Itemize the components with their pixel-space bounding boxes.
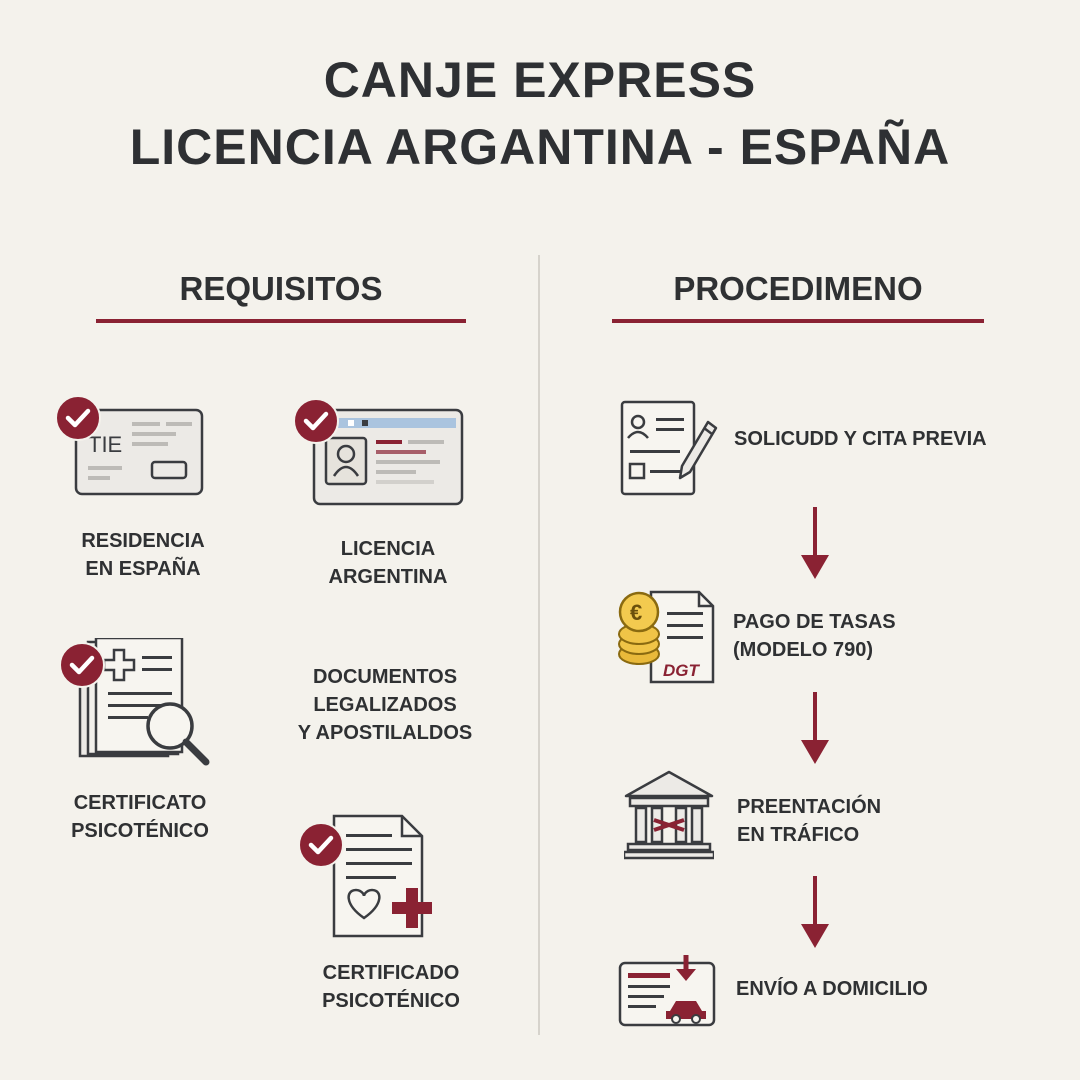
procedimiento-step-label: SOLICUDD Y CITA PREVIA (734, 428, 987, 450)
procedimiento-step-label: PAGO DE TASAS (MODELO 790) (733, 611, 896, 661)
check-icon (59, 642, 105, 688)
coins-dgt-document-icon: DGT € (617, 588, 717, 688)
column-divider (538, 255, 540, 1035)
form-pen-icon (620, 400, 720, 498)
procedimiento-heading: PROCEDIMENO (673, 270, 923, 307)
check-icon (298, 822, 344, 868)
arrow-down-icon (800, 692, 830, 766)
check-icon (55, 395, 101, 441)
document-search-icon (78, 638, 213, 768)
license-card-icon (312, 408, 464, 508)
page-title-line-2: LICENCIA ARGANTINA - ESPAÑA (129, 119, 951, 175)
government-building-icon (624, 770, 714, 860)
requisito-label: RESIDENCIA EN ESPAÑA (81, 530, 205, 580)
check-icon (293, 398, 339, 444)
requisitos-rule (96, 319, 466, 323)
requisitos-heading: REQUISITOS (179, 270, 383, 307)
arrow-down-icon (800, 507, 830, 581)
procedimiento-step-label: PREENTACIÓN EN TRÁFICO (737, 796, 882, 846)
page-title-line-1: CANJE EXPRESS (323, 52, 757, 108)
requisito-label: CERTIFICADO PSICOTÉNICO (322, 962, 460, 1012)
procedimiento-rule (612, 319, 984, 323)
procedimiento-step-label: ENVÍO A DOMICILIO (736, 978, 928, 1000)
euro-text: € (630, 600, 642, 625)
requisito-label: LICENCIA ARGENTINA (328, 538, 448, 588)
license-delivery-icon (618, 955, 718, 1029)
dgt-text: DGT (663, 661, 701, 680)
arrow-down-icon (800, 876, 830, 950)
requisito-label: CERTIFICATO PSICOTÉNICO (71, 792, 209, 842)
tie-card-icon: TIE (74, 408, 206, 498)
tie-card-text: TIE (88, 432, 122, 457)
medical-document-icon (330, 814, 440, 940)
requisito-label: DOCUMENTOS LEGALIZADOS Y APOSTILALDOS (297, 666, 473, 744)
